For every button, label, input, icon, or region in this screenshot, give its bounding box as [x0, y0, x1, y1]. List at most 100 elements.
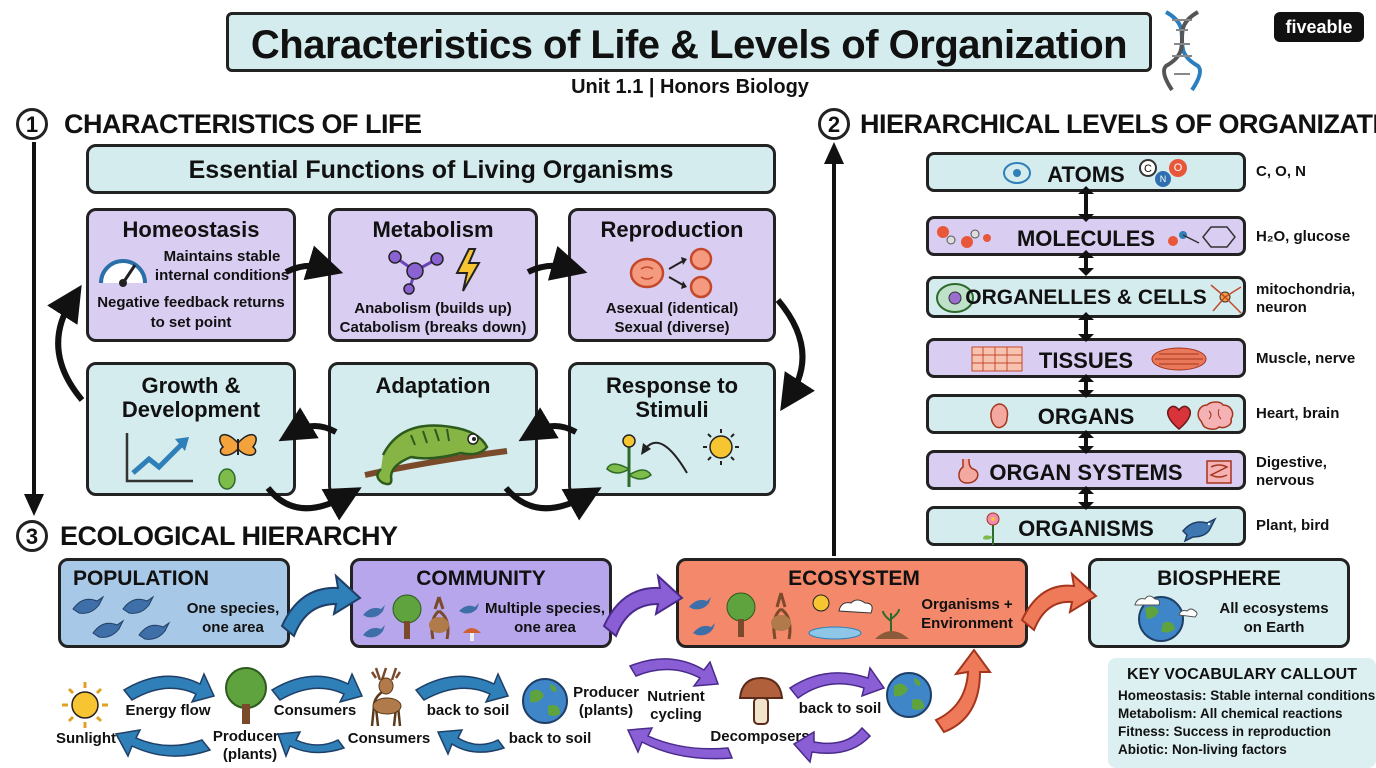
card-growth: Growth & Development: [86, 362, 296, 496]
ecology-flow-arrows: [280, 571, 1098, 734]
stomach-icon: [958, 458, 979, 484]
reproduction-line1: Asexual (identical): [605, 300, 739, 317]
response-title-1: Response to: [605, 373, 739, 398]
vocab-callout: KEY VOCABULARY CALLOUT Homeostasis: Stab…: [1108, 658, 1376, 768]
page-title: Characteristics of Life & Levels of Orga…: [250, 23, 1128, 67]
box-community: COMMUNITY Multiple species, one area: [350, 558, 612, 648]
level-organs-example: Heart, brain: [1256, 405, 1340, 422]
community-line1: Multiple species,: [484, 600, 606, 617]
vocab-item-3: Fitness: Success in reproduction: [1118, 724, 1332, 739]
banner-text: Essential Functions of Living Organisms: [188, 156, 674, 184]
vocab-item-1: Homeostasis: Stable internal conditions: [1118, 688, 1376, 703]
box-population: POPULATION One species, one area: [58, 558, 290, 648]
level-organs-label: ORGANS: [1037, 404, 1135, 429]
consumers-bottom-label: Consumers: [347, 730, 431, 747]
energy-flow-label: Energy flow: [125, 702, 211, 719]
card-response: Response to Stimuli: [568, 362, 776, 496]
level-cells-example: mitochondria, neuron: [1256, 281, 1356, 316]
level-tissues: TISSUES: [926, 338, 1246, 378]
card-reproduction: Reproduction Asexual (identical) Sexual …: [568, 208, 776, 342]
level-cells-label: ORGANELLES & CELLS: [965, 286, 1207, 309]
flower-icon: [983, 512, 1000, 545]
biosphere-line2: on Earth: [1243, 619, 1305, 636]
section2-up-arrow: [824, 142, 844, 556]
card-metabolism: Metabolism Anabolism (builds up) Catabol…: [328, 208, 538, 342]
level-molecules-label: MOLECULES: [1016, 226, 1156, 251]
population-line1: One species,: [186, 600, 280, 617]
cycle-arrows: [47, 245, 815, 521]
back-to-soil-bottom-label: back to soil: [508, 730, 592, 747]
ecosystem-icons: [689, 592, 909, 640]
sunlight-label: Sunlight: [56, 730, 116, 747]
atom-n-icon: N: [1155, 171, 1171, 187]
level-tissues-label: TISSUES: [1038, 348, 1134, 373]
level-organs: ORGANS: [926, 394, 1246, 434]
card-homeostasis: Homeostasis Maintains stable internal co…: [86, 208, 296, 342]
metabolism-title: Metabolism: [372, 217, 494, 242]
vocab-title: KEY VOCABULARY CALLOUT: [1127, 666, 1357, 683]
butterfly-icon: [218, 433, 257, 490]
energy-cycle-arrows: [114, 672, 510, 759]
muscle-tissue-icon: [1151, 347, 1207, 371]
atom-c-icon: C: [1139, 159, 1157, 177]
level-organisms-label: ORGANISMS: [1018, 516, 1154, 541]
adaptation-title: Adaptation: [375, 373, 491, 398]
organ-icon: [990, 403, 1009, 429]
intestine-icon: [1206, 460, 1232, 484]
back-to-soil-label: back to soil: [798, 700, 882, 717]
level-connector-arrows: [1078, 186, 1094, 510]
brand-logo: fiveable: [1274, 12, 1364, 42]
homeostasis-title: Homeostasis: [122, 217, 260, 242]
population-title: POPULATION: [72, 567, 210, 590]
mushroom-icon: [738, 676, 784, 725]
bird-icon: [1181, 517, 1217, 543]
box-biosphere: BIOSPHERE All ecosystems on Earth: [1088, 558, 1350, 648]
vocab-item-4: Abiotic: Non-living factors: [1118, 742, 1287, 757]
cell-division-icon: [629, 247, 713, 299]
level-atoms-example: C, O, N: [1256, 163, 1307, 180]
plant-sun-icon: [606, 429, 739, 487]
cell-icon: [936, 283, 974, 313]
atom-o-icon: O: [1169, 159, 1187, 177]
growth-title-1: Growth &: [141, 373, 241, 398]
section2-number: 2: [818, 108, 850, 140]
vocab-item-2: Metabolism: All chemical reactions: [1118, 706, 1343, 721]
metabolism-line2: Catabolism (breaks down): [339, 319, 527, 336]
title-banner: Characteristics of Life & Levels of Orga…: [226, 12, 1152, 72]
deer-icon: [370, 667, 402, 727]
heart-icon: [1166, 405, 1192, 430]
level-organisms: ORGANISMS: [926, 506, 1246, 546]
tree-icon: [225, 667, 267, 724]
homeostasis-line4: to set point: [150, 314, 232, 331]
decomposers-label: Decomposers: [710, 728, 810, 745]
level-molecules-example: H₂O, glucose: [1256, 228, 1351, 245]
homeostasis-line1: Maintains stable: [163, 248, 281, 265]
page-subtitle: Unit 1.1 | Honors Biology: [571, 76, 809, 98]
producers-label: Producers (plants): [212, 728, 288, 763]
back-to-soil-top-label: back to soil: [426, 702, 510, 719]
growth-title-2: Development: [121, 397, 261, 422]
section3-number: 3: [16, 520, 48, 552]
section3-heading: ECOLOGICAL HIERARCHY: [60, 521, 398, 551]
section1-heading: CHARACTERISTICS OF LIFE: [64, 109, 422, 139]
globe-icon: [522, 678, 568, 724]
globe-icon-2: [886, 672, 932, 718]
level-organisms-example: Plant, bird: [1256, 517, 1330, 534]
chameleon-icon: [364, 424, 508, 486]
brain-icon: [1197, 401, 1234, 430]
nutrient-cycle-arrows: [626, 658, 886, 764]
population-line2: one area: [202, 619, 264, 636]
sun-icon: [62, 682, 108, 728]
producer-label: Producer (plants): [573, 684, 639, 719]
gauge-icon: [99, 259, 147, 287]
reproduction-line2: Sexual (diverse): [614, 319, 730, 336]
section2-heading: HIERARCHICAL LEVELS OF ORGANIZATION: [860, 109, 1376, 139]
ecosystem-title: ECOSYSTEM: [788, 567, 920, 590]
homeostasis-line3: Negative feedback returns: [97, 294, 285, 311]
section1-number: 1: [16, 108, 48, 140]
level-organ-systems-label: ORGAN SYSTEMS: [989, 460, 1183, 485]
community-title: COMMUNITY: [416, 567, 546, 590]
biosphere-line1: All ecosystems: [1219, 600, 1329, 617]
reproduction-title: Reproduction: [600, 217, 744, 242]
essential-functions-banner: Essential Functions of Living Organisms: [86, 144, 776, 194]
